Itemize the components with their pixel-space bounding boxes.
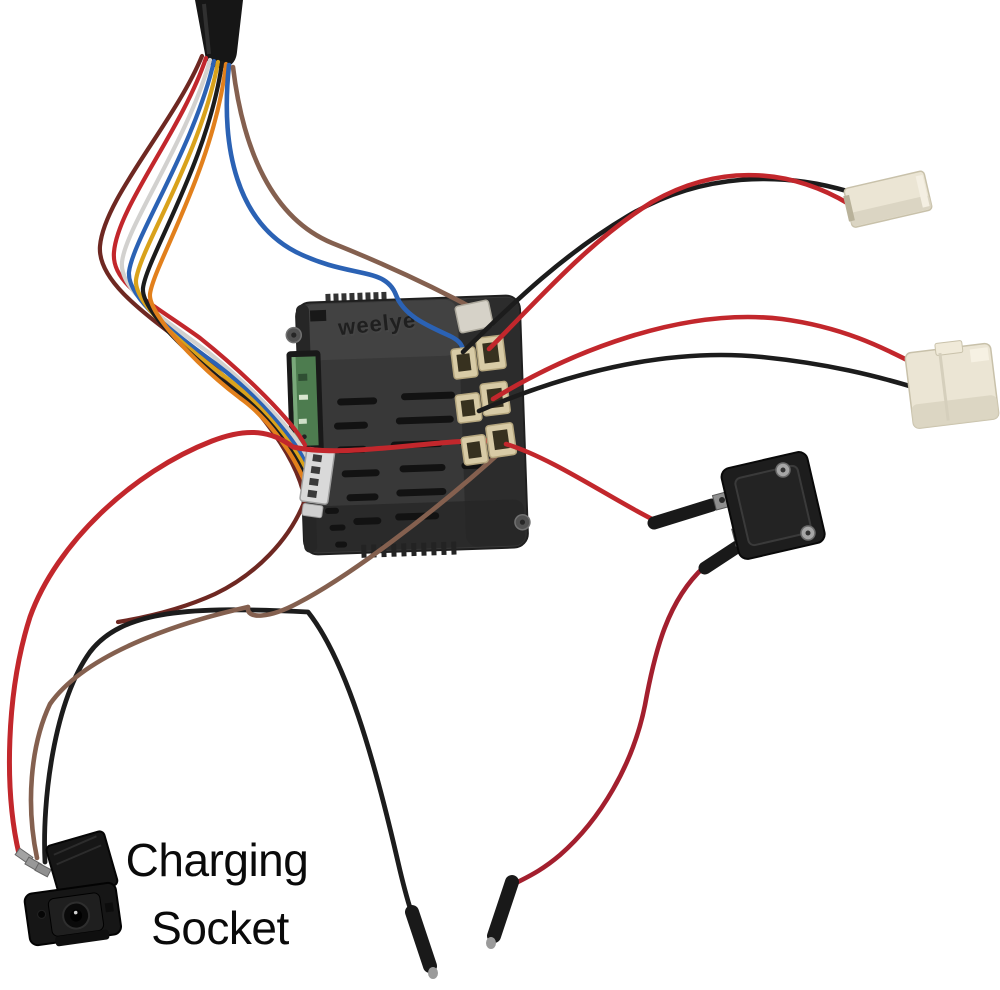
pcb-component-3 bbox=[298, 418, 307, 424]
module-left-pin-block bbox=[299, 446, 336, 519]
breaker-terminal-top-screw bbox=[719, 497, 725, 503]
breaker-screw-bottom bbox=[800, 525, 816, 541]
blue-wire-top bbox=[224, 62, 466, 352]
pcb-edge-light bbox=[291, 357, 299, 447]
charging-socket-rear-housing bbox=[45, 830, 119, 901]
charging-socket-crimps bbox=[14, 847, 52, 878]
charging-red-lead bbox=[6, 429, 502, 857]
spade-terminal-bottom-red bbox=[487, 875, 519, 943]
charging-socket-label-line2: Socket bbox=[151, 902, 289, 954]
module-screw-top-left bbox=[285, 326, 303, 344]
module-top-right-connector bbox=[454, 299, 494, 334]
module-top-highlight bbox=[302, 299, 459, 361]
battery-connector-mid-right bbox=[904, 340, 1000, 429]
pair2-black bbox=[476, 352, 916, 414]
breaker-top-spade bbox=[647, 498, 719, 530]
spade-tip-metal-black bbox=[428, 967, 438, 979]
control-module: weelye weelye bbox=[285, 291, 531, 558]
battery-connector-top-right bbox=[843, 170, 933, 228]
charging-socket-label-line1: Charging bbox=[126, 834, 309, 886]
module-connector-1 bbox=[450, 334, 507, 380]
brown-wire-diagonal bbox=[245, 445, 508, 618]
pcb-component-2 bbox=[298, 394, 309, 400]
circuit-breaker bbox=[720, 451, 826, 560]
module-corner-slot bbox=[309, 309, 327, 322]
socket-mount-hole bbox=[37, 909, 47, 919]
wire-harness-bundle bbox=[97, 53, 311, 625]
pcb-component-1 bbox=[298, 373, 308, 381]
module-screw-bottom-right bbox=[514, 513, 531, 531]
bundle-wire-orange bbox=[147, 61, 311, 495]
breaker-feed-red bbox=[503, 441, 655, 522]
spade-tip-metal-red bbox=[486, 937, 496, 949]
pair2-red bbox=[490, 314, 918, 402]
breaker-return-red bbox=[511, 564, 707, 887]
spade-terminal-bottom-black bbox=[405, 905, 437, 973]
barrel-jack-pin bbox=[73, 910, 78, 915]
charging-black-lead bbox=[42, 607, 415, 917]
pair1-red bbox=[486, 172, 852, 352]
cable-sheath-highlight bbox=[202, 3, 211, 55]
brown-wire-tail bbox=[28, 604, 251, 861]
breaker-bottom-spade bbox=[698, 540, 744, 575]
brown-wire-top bbox=[230, 64, 483, 315]
breaker-screw-top bbox=[775, 462, 791, 478]
charging-socket bbox=[23, 881, 122, 947]
